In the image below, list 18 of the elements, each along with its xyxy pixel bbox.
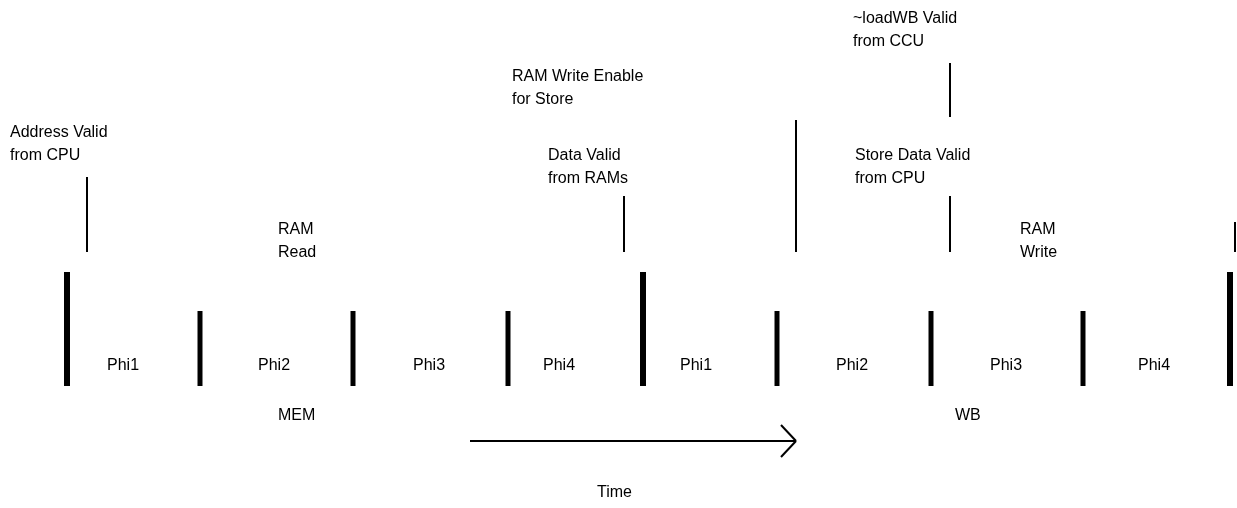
clock-phase-label: Phi3	[413, 356, 446, 373]
signal-label: Store Data Valid from CPU	[855, 146, 971, 186]
stage-label: WB	[955, 406, 981, 423]
clock-phase-label: Phi4	[1138, 356, 1171, 373]
axis-label: Time	[597, 483, 632, 500]
clock-phase-label: Phi1	[107, 356, 140, 373]
clock-phase-label: Phi2	[836, 356, 869, 373]
clock-phase-label: Phi3	[990, 356, 1023, 373]
clock-phase-label: Phi4	[543, 356, 576, 373]
signal-label: RAM Write Enable for Store	[512, 67, 644, 107]
signal-label: ~loadWB Valid from CCU	[853, 9, 958, 49]
clock-phase-label: Phi2	[258, 356, 291, 373]
stage-label: MEM	[278, 406, 316, 423]
clock-phase-label: Phi1	[680, 356, 713, 373]
signal-label: Address Valid from CPU	[10, 123, 108, 163]
signal-label: Data Valid from RAMs	[548, 146, 628, 186]
phase-label: RAM Read	[278, 220, 317, 260]
phase-label: RAM Write	[1020, 220, 1058, 260]
